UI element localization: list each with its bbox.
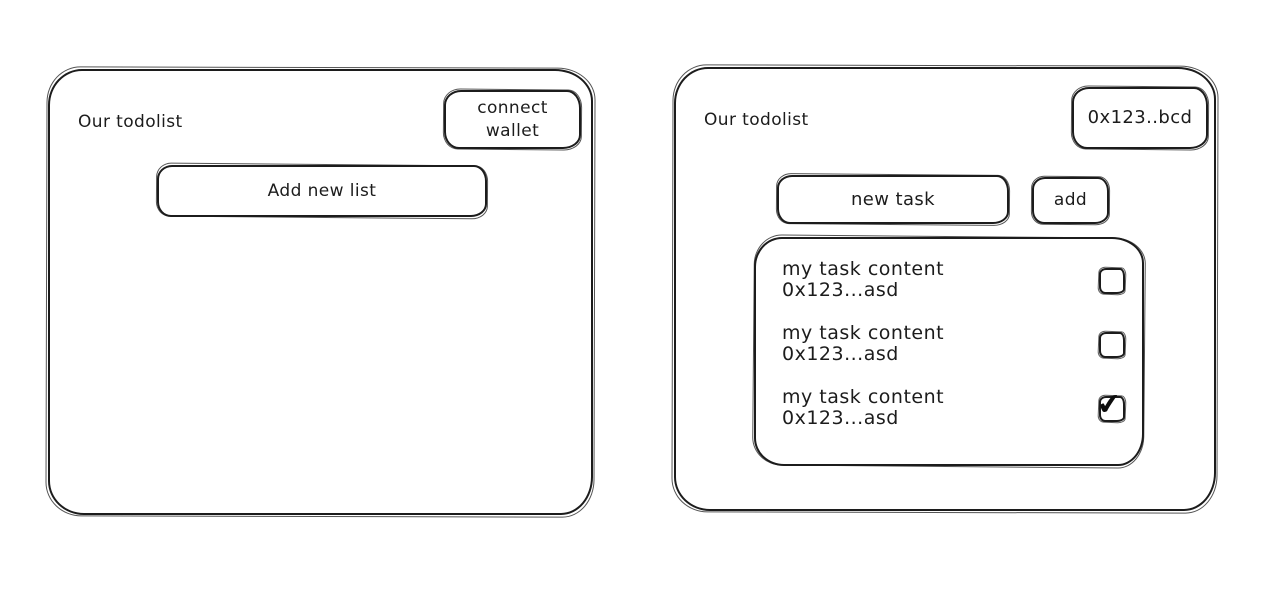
task-checkbox[interactable] <box>1099 268 1125 294</box>
task-address: 0x123...asd <box>782 279 899 301</box>
task-content: my task content <box>782 322 945 344</box>
add-task-button[interactable]: add <box>1032 177 1109 224</box>
task-address: 0x123...asd <box>782 343 899 365</box>
task-content: my task content <box>782 386 945 408</box>
app-title: Our todolist <box>78 112 183 132</box>
task-row: my task content 0x123...asd <box>782 323 1125 365</box>
task-list: my task content 0x123...asd my task cont… <box>754 237 1144 466</box>
new-task-input[interactable]: new task <box>777 175 1009 224</box>
task-text: my task content 0x123...asd <box>782 323 944 365</box>
connect-wallet-button[interactable]: connect wallet <box>444 90 581 149</box>
task-row: my task content 0x123...asd ✔ <box>782 386 1125 429</box>
task-content: my task content <box>782 258 945 280</box>
wallet-address-button[interactable]: 0x123..bcd <box>1072 87 1208 149</box>
add-new-list-button[interactable]: Add new list <box>157 165 487 217</box>
todolist-window-connected: Our todolist 0x123..bcd new task add my … <box>674 67 1216 511</box>
check-icon: ✔ <box>1095 385 1123 423</box>
app-title: Our todolist <box>704 110 809 130</box>
todolist-window-disconnected: Our todolist connect wallet Add new list <box>48 69 593 515</box>
task-row: my task content 0x123...asd <box>782 259 1125 301</box>
task-text: my task content 0x123...asd <box>782 259 944 301</box>
task-checkbox-checked[interactable]: ✔ <box>1095 386 1125 422</box>
task-checkbox[interactable] <box>1099 332 1125 358</box>
task-text: my task content 0x123...asd <box>782 387 944 429</box>
task-address: 0x123...asd <box>782 407 899 429</box>
